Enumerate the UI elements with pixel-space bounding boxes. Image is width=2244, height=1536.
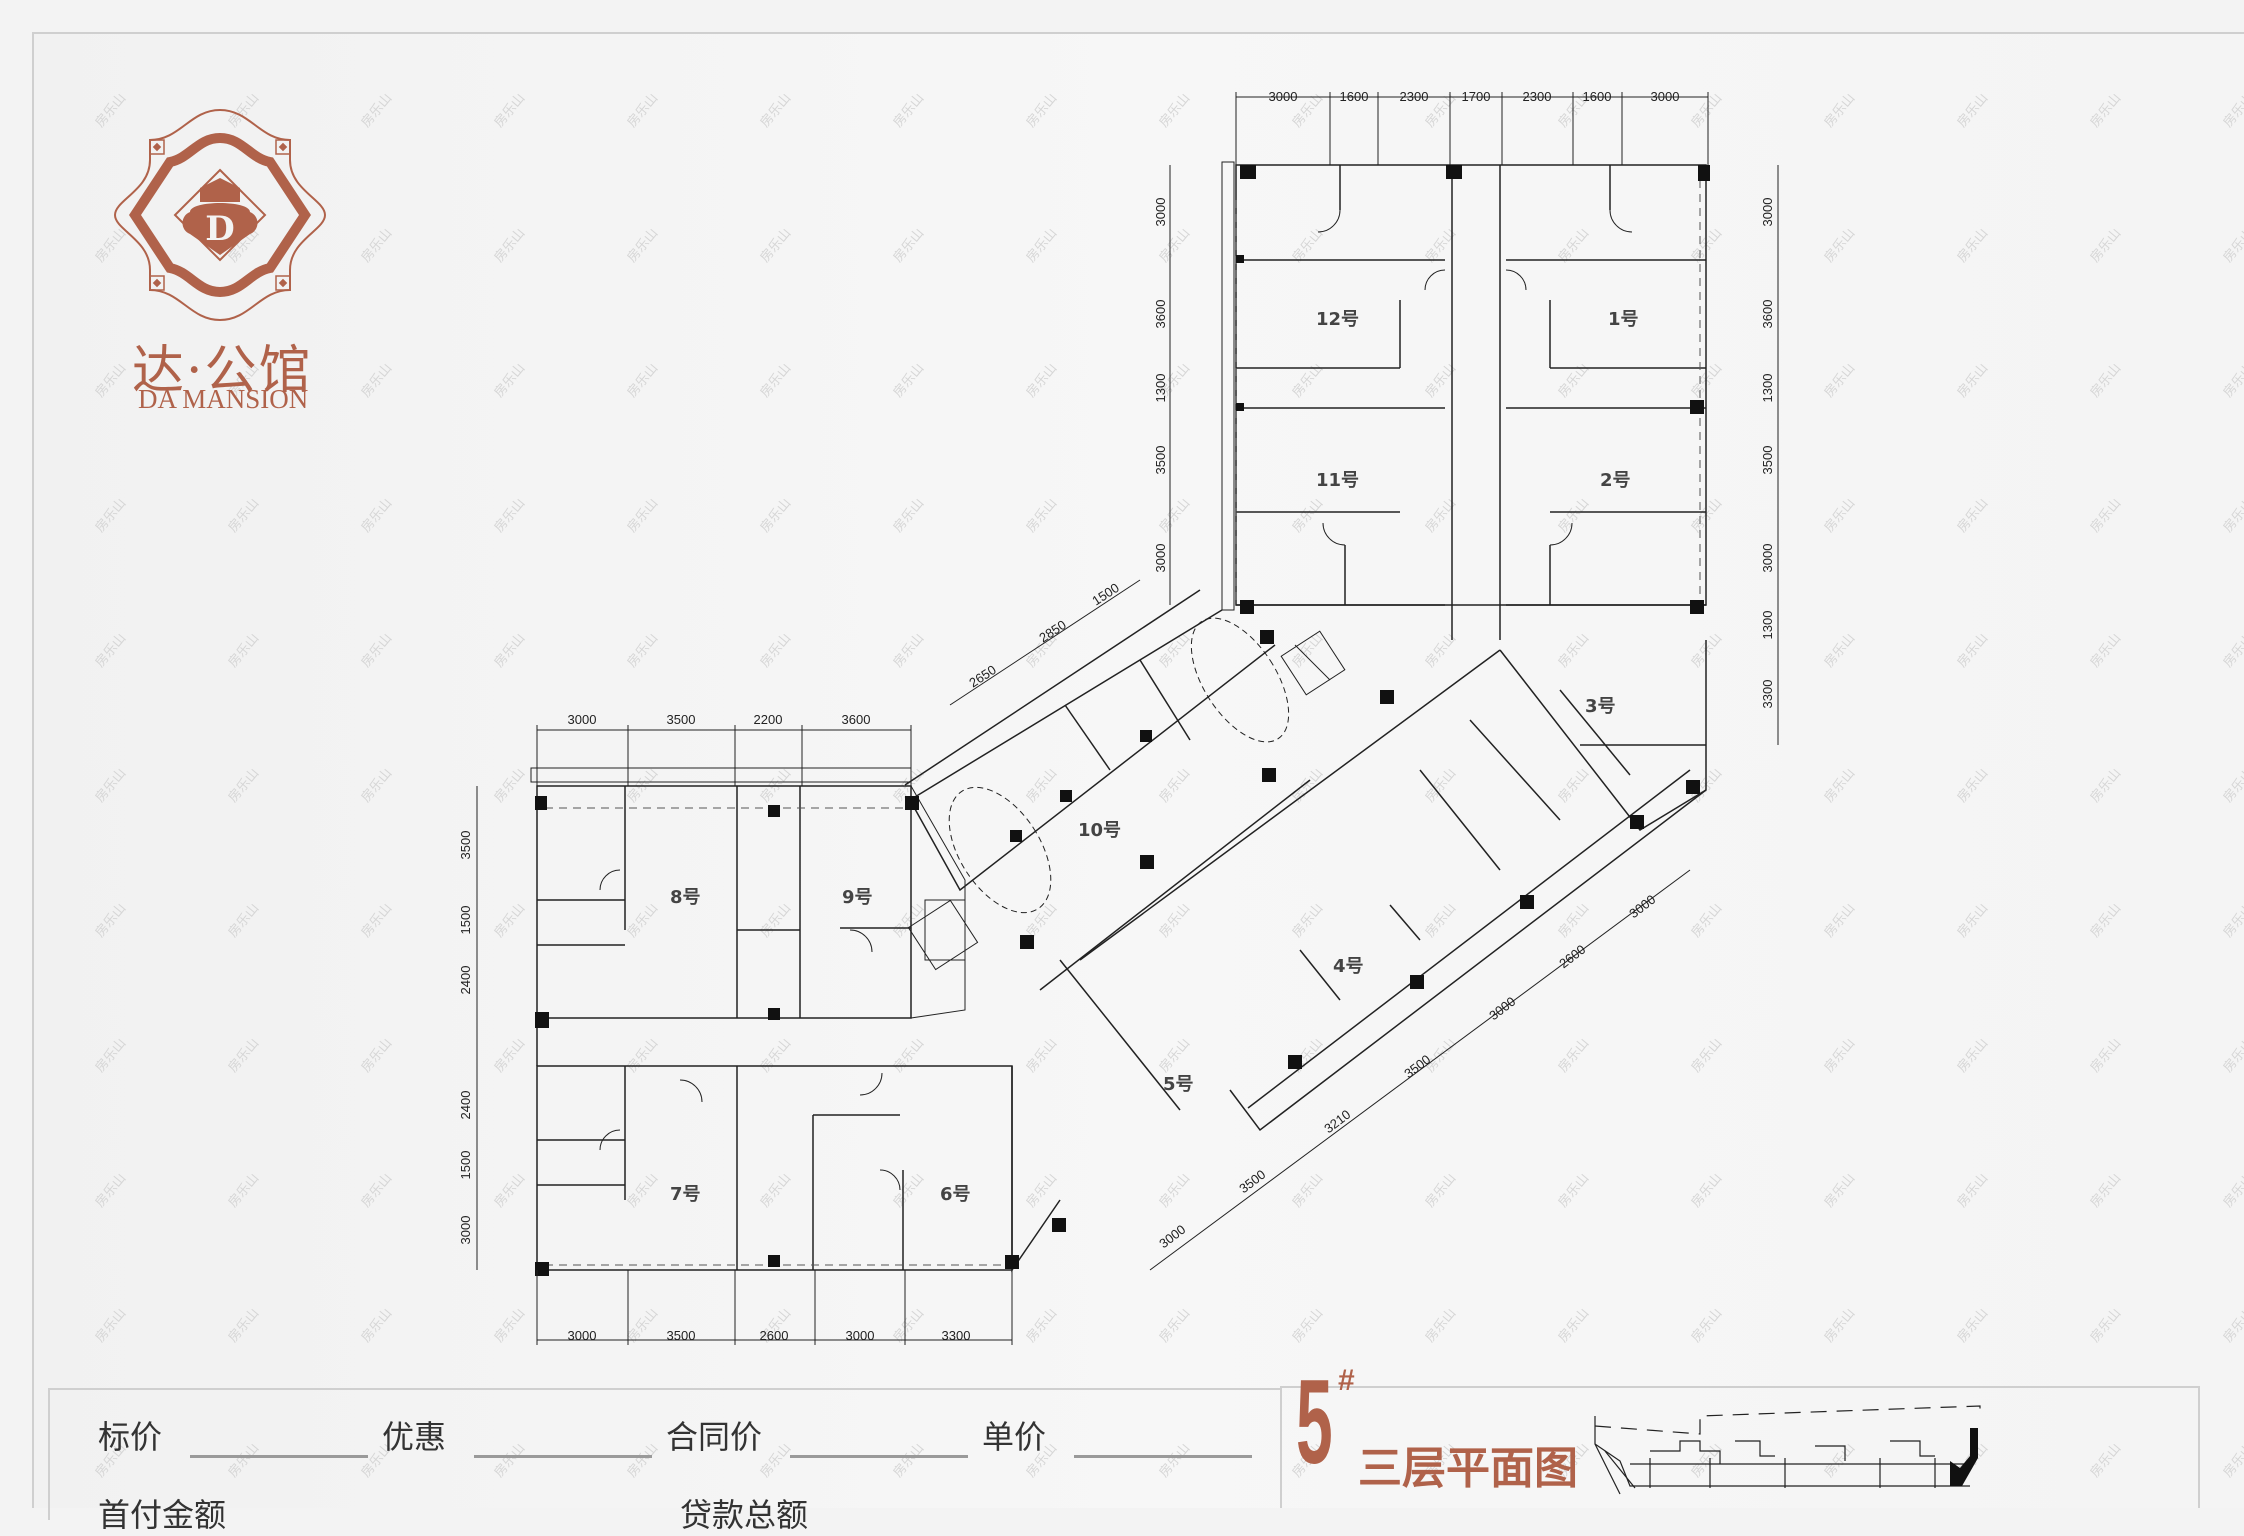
- svg-text:2600: 2600: [760, 1328, 789, 1343]
- svg-text:3000: 3000: [1760, 544, 1775, 573]
- price-form: 标价 优惠 合同价 单价 首付金额 贷款总额: [48, 1388, 1280, 1534]
- svg-text:3000: 3000: [1269, 89, 1298, 104]
- svg-text:2300: 2300: [1400, 89, 1429, 104]
- unit-price-label: 单价: [982, 1418, 1047, 1456]
- contract-price-label: 合同价: [666, 1418, 763, 1456]
- da-mansion-emblem-icon: D: [113, 108, 327, 322]
- discount-field[interactable]: 优惠: [382, 1412, 653, 1458]
- svg-text:1700: 1700: [1462, 89, 1491, 104]
- svg-text:3500: 3500: [667, 712, 696, 727]
- svg-text:3000: 3000: [1156, 1222, 1188, 1251]
- svg-text:3300: 3300: [1760, 680, 1775, 709]
- floor-plan: 3000 1600 2300 1700 2300 1600 3000 3000 …: [458, 89, 1779, 1345]
- unit-label-1: 1号: [1608, 309, 1639, 330]
- unit-price-field[interactable]: 单价: [982, 1412, 1253, 1458]
- svg-text:3000: 3000: [846, 1328, 875, 1343]
- drawing-frame: [32, 32, 2244, 1508]
- unit-label-12: 12号: [1316, 309, 1359, 330]
- svg-text:1500: 1500: [458, 906, 473, 935]
- svg-text:3500: 3500: [1153, 446, 1168, 475]
- list-price-input[interactable]: [190, 1435, 369, 1458]
- unit-label-8: 8号: [670, 887, 701, 908]
- unit-label-2: 2号: [1600, 470, 1631, 491]
- building-number: 5: [1296, 1355, 1333, 1489]
- brand-name-en: DA MANSION: [138, 384, 309, 414]
- svg-text:3500: 3500: [667, 1328, 696, 1343]
- svg-text:2400: 2400: [458, 966, 473, 995]
- svg-text:1300: 1300: [1760, 374, 1775, 403]
- site-key-map: [1594, 1405, 1981, 1495]
- unit-label-11: 11号: [1316, 470, 1359, 491]
- list-price-label: 标价: [98, 1418, 163, 1456]
- svg-text:1600: 1600: [1340, 89, 1369, 104]
- contract-price-input[interactable]: [790, 1435, 969, 1458]
- svg-text:3000: 3000: [568, 1328, 597, 1343]
- brand-name-cn: 达·公馆: [132, 341, 313, 401]
- brand-logo: D 达·公馆 DA MANSION: [100, 100, 340, 420]
- unit-label-5: 5号: [1163, 1074, 1194, 1095]
- svg-text:1300: 1300: [1760, 611, 1775, 640]
- contract-price-field[interactable]: 合同价: [666, 1412, 969, 1458]
- svg-text:3500: 3500: [1236, 1167, 1268, 1196]
- svg-text:3500: 3500: [1401, 1052, 1433, 1081]
- svg-text:3000: 3000: [1760, 198, 1775, 227]
- svg-text:3500: 3500: [458, 831, 473, 860]
- unit-label-10: 10号: [1078, 820, 1121, 841]
- svg-text:2400: 2400: [458, 1091, 473, 1120]
- svg-text:2200: 2200: [754, 712, 783, 727]
- svg-text:2600: 2600: [1556, 942, 1588, 971]
- building-suffix: #: [1338, 1364, 1355, 1397]
- svg-text:3600: 3600: [1760, 300, 1775, 329]
- title-block: [1280, 1386, 2200, 1508]
- discount-input[interactable]: [474, 1435, 653, 1458]
- loan-total-label: 贷款总额: [680, 1496, 809, 1534]
- svg-text:D: D: [205, 209, 234, 249]
- unit-label-9: 9号: [842, 887, 873, 908]
- unit-label-3: 3号: [1585, 696, 1616, 717]
- svg-text:3600: 3600: [1153, 300, 1168, 329]
- svg-text:2300: 2300: [1523, 89, 1552, 104]
- svg-text:1500: 1500: [458, 1151, 473, 1180]
- floor-title: 三层平面图: [1358, 1443, 1578, 1494]
- svg-text:3000: 3000: [1626, 892, 1658, 921]
- svg-text:3000: 3000: [458, 1216, 473, 1245]
- svg-text:3000: 3000: [1153, 544, 1168, 573]
- svg-text:3000: 3000: [1651, 89, 1680, 104]
- unit-label-4: 4号: [1333, 956, 1364, 977]
- svg-text:1300: 1300: [1153, 374, 1168, 403]
- svg-text:3000: 3000: [568, 712, 597, 727]
- svg-text:2850: 2850: [1036, 617, 1068, 645]
- svg-text:3500: 3500: [1760, 446, 1775, 475]
- svg-text:1500: 1500: [1089, 580, 1121, 608]
- unit-label-7: 7号: [670, 1184, 701, 1205]
- svg-text:1600: 1600: [1583, 89, 1612, 104]
- svg-text:2650: 2650: [966, 662, 998, 690]
- svg-text:3000: 3000: [1153, 198, 1168, 227]
- unit-label-6: 6号: [940, 1184, 971, 1205]
- unit-price-input[interactable]: [1074, 1435, 1253, 1458]
- list-price-field[interactable]: 标价: [98, 1412, 369, 1458]
- svg-text:3300: 3300: [942, 1328, 971, 1343]
- svg-text:3600: 3600: [842, 712, 871, 727]
- down-payment-label: 首付金额: [98, 1496, 227, 1534]
- svg-text:3000: 3000: [1486, 994, 1518, 1023]
- discount-label: 优惠: [382, 1418, 447, 1456]
